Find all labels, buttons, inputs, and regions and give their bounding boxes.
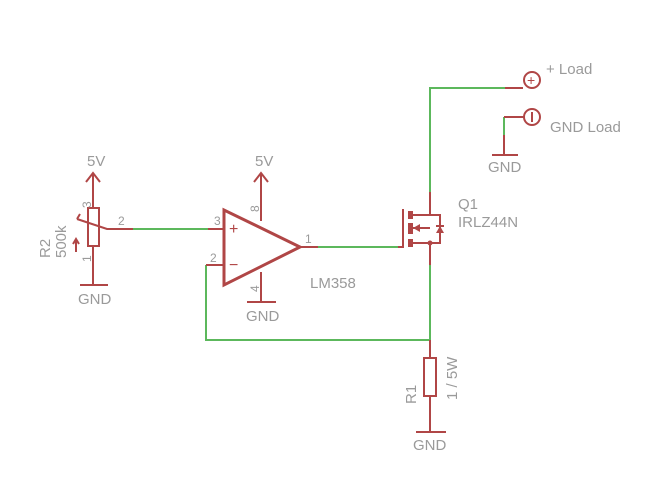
svg-text:R1: R1 — [403, 385, 420, 404]
svg-text:GND Load: GND Load — [550, 119, 621, 136]
terminal-minus-icon — [523, 108, 541, 126]
q1-name: Q1 — [458, 196, 478, 213]
mosfet-q1[interactable]: Q1 IRLZ44N — [398, 192, 518, 265]
supply-arrow-icon — [253, 171, 269, 183]
svg-text:1: 1 — [305, 232, 312, 246]
load-gnd-terminal[interactable]: GND Load GND — [488, 108, 621, 176]
r2-name: R2 — [37, 239, 54, 258]
r2-value: 500k — [53, 225, 70, 258]
svg-text:GND: GND — [413, 437, 447, 454]
q1-value: IRLZ44N — [458, 214, 518, 231]
svg-text:−: − — [229, 257, 238, 274]
r2-supply-label: 5V — [87, 153, 105, 170]
opamp-lm358[interactable]: 3 2 1 8 4 + − 5V GND LM358 — [206, 153, 356, 325]
terminal-plus-icon — [523, 71, 541, 89]
svg-text:GND: GND — [488, 159, 522, 176]
svg-text:3: 3 — [80, 201, 94, 208]
r2-wiper — [76, 218, 133, 230]
r2-leads — [80, 174, 108, 286]
opamp-name: LM358 — [310, 275, 356, 292]
svg-text:+ Load: + Load — [546, 61, 592, 78]
adjust-arrow-icon — [72, 237, 80, 252]
svg-text:2: 2 — [210, 251, 217, 265]
svg-text:2: 2 — [118, 214, 125, 228]
svg-text:4: 4 — [248, 285, 262, 292]
r1-body — [423, 357, 437, 397]
supply-arrow-icon — [85, 171, 101, 183]
svg-text:+: + — [229, 221, 238, 238]
svg-text:1 / 5W: 1 / 5W — [444, 356, 461, 400]
load-plus-terminal[interactable]: + + Load — [505, 61, 592, 89]
opamp-body — [222, 207, 304, 288]
svg-text:+: + — [527, 72, 535, 88]
svg-text:3: 3 — [214, 214, 221, 228]
svg-text:8: 8 — [248, 205, 262, 212]
svg-text:1: 1 — [80, 255, 94, 262]
wire-feedback[interactable] — [205, 265, 430, 341]
svg-text:5V: 5V — [255, 153, 273, 170]
resistor-r1[interactable]: R1 1 / 5W GND — [403, 340, 461, 454]
r2-ground-label: GND — [78, 291, 112, 308]
svg-text:GND: GND — [246, 308, 280, 325]
wire-drain-to-load[interactable] — [429, 87, 505, 192]
r2-potentiometer[interactable]: 5V GND 3 2 1 R2 500k — [37, 153, 133, 308]
r2-body — [87, 207, 100, 247]
